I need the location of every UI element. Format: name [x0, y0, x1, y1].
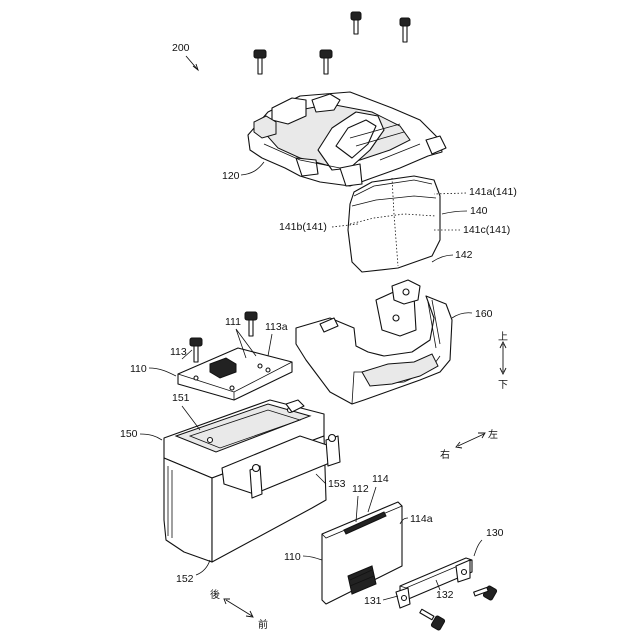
label-110-top: 110 — [130, 363, 147, 375]
label-114a: 114a — [410, 513, 433, 525]
label-151: 151 — [172, 392, 190, 404]
leader-120 — [241, 162, 264, 175]
leader-140 — [442, 211, 467, 214]
label-152: 152 — [176, 573, 194, 585]
label-141b: 141b(141) — [279, 221, 327, 233]
label-153: 153 — [328, 478, 346, 490]
leader-131 — [383, 596, 398, 600]
leader-110-bottom — [303, 556, 322, 560]
leader-151 — [182, 406, 200, 430]
case-150 — [164, 400, 340, 562]
leader-152 — [196, 560, 210, 575]
direction-rear-label: 後 — [210, 588, 220, 601]
leader-110-top — [149, 368, 176, 376]
figure-reference-label: 200 — [172, 42, 190, 54]
leader-160 — [452, 313, 472, 318]
label-141c: 141c(141) — [463, 224, 510, 236]
direction-front-label: 前 — [258, 618, 268, 631]
rear-front-direction-indicator — [224, 599, 253, 617]
up-down-direction-indicator — [500, 342, 506, 374]
screw-111 — [245, 312, 257, 336]
label-132: 132 — [436, 589, 454, 601]
leader-130 — [474, 540, 482, 556]
label-111: 111 — [225, 316, 241, 328]
label-160: 160 — [475, 308, 493, 320]
figure-reference-arrow — [186, 56, 198, 70]
screw-top-4 — [320, 50, 332, 74]
label-110-bottom: 110 — [284, 551, 301, 563]
label-114: 114 — [372, 473, 389, 485]
screw-top-1 — [351, 12, 361, 34]
label-142: 142 — [455, 249, 473, 261]
right-left-direction-indicator — [456, 433, 485, 448]
leader-112 — [356, 496, 358, 522]
label-140: 140 — [470, 205, 488, 217]
bar-bracket-130 — [396, 558, 472, 608]
direction-left-label: 左 — [488, 428, 498, 441]
leader-142 — [432, 255, 453, 262]
screw-top-2 — [400, 18, 410, 42]
upper-cover-120 — [248, 92, 446, 186]
label-130: 130 — [486, 527, 504, 539]
label-141a: 141a(141) — [469, 186, 517, 198]
direction-right-label: 右 — [440, 448, 450, 461]
screw-bottom-2 — [420, 609, 446, 630]
cap-140 — [348, 176, 440, 272]
label-113a: 113a — [265, 321, 288, 333]
leader-113a — [268, 334, 272, 356]
leader-114 — [368, 487, 376, 512]
direction-down-label: 下 — [498, 380, 508, 391]
label-112: 112 — [352, 483, 369, 495]
leader-150 — [140, 434, 162, 440]
label-113: 113 — [170, 346, 187, 358]
screw-bottom-1 — [474, 585, 498, 600]
label-150: 150 — [120, 428, 138, 440]
label-120: 120 — [222, 170, 240, 182]
circuit-board-110-bottom — [322, 502, 402, 604]
label-131: 131 — [364, 595, 382, 607]
bracket-160 — [296, 280, 452, 404]
screw-top-3 — [254, 50, 266, 74]
direction-up-label: 上 — [498, 331, 508, 343]
